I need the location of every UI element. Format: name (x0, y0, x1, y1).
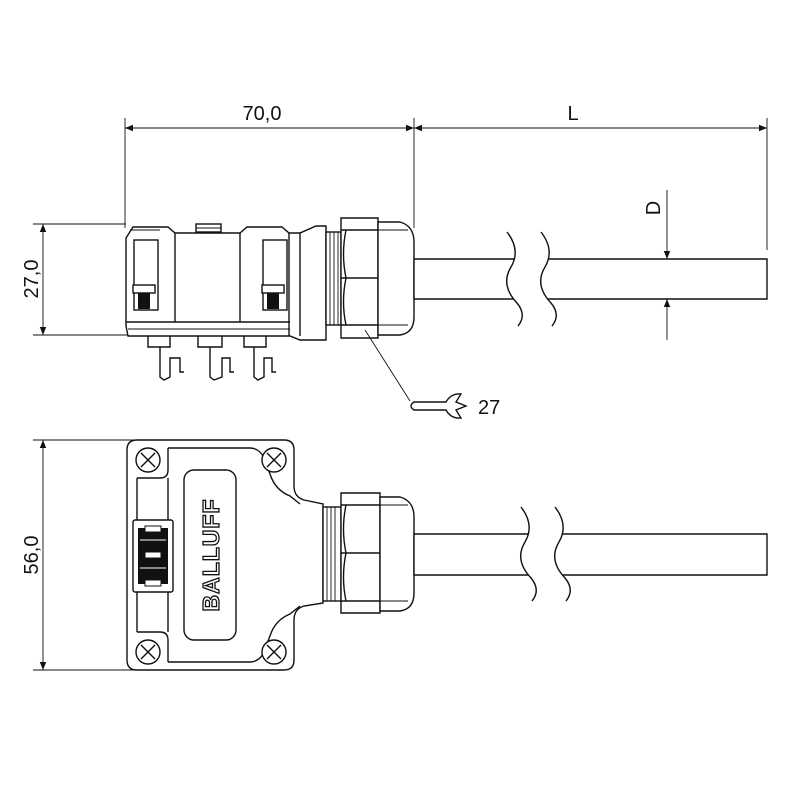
front-view: 56,0 (21, 439, 768, 671)
dimension-diameter-label: D (643, 201, 665, 215)
dimension-height-side-label: 27,0 (21, 260, 43, 299)
screw-icon (135, 447, 161, 473)
brand-plate: BALLUFF (183, 469, 237, 641)
side-view: 27,0 (21, 190, 768, 419)
dimension-height-side: 27,0 (21, 223, 134, 336)
cable-front (413, 506, 768, 602)
screw-icon (132, 284, 156, 309)
cable-gland-front (322, 492, 415, 614)
screw-icon (261, 284, 285, 309)
wrench-size-label: 27 (478, 397, 500, 419)
dimension-length-label: 70,0 (243, 103, 282, 125)
connector-housing-side (125, 223, 327, 381)
wrench-callout: 27 (364, 329, 500, 419)
screw-icon (261, 639, 287, 665)
screw-icon (261, 447, 287, 473)
dimension-cable-length-label: L (567, 103, 578, 125)
wrench-icon (410, 393, 468, 419)
brand-label: BALLUFF (198, 498, 224, 611)
terminal-block (132, 519, 174, 593)
cable-side (413, 231, 768, 327)
dimension-diameter: D (643, 190, 671, 340)
cable-gland-side (325, 217, 415, 339)
screw-icon (135, 639, 161, 665)
dimension-top: 70,0 L (124, 103, 768, 250)
dimension-height-front-label: 56,0 (21, 536, 43, 575)
connector-pins (147, 336, 276, 381)
dimension-height-front: 56,0 (21, 439, 135, 671)
